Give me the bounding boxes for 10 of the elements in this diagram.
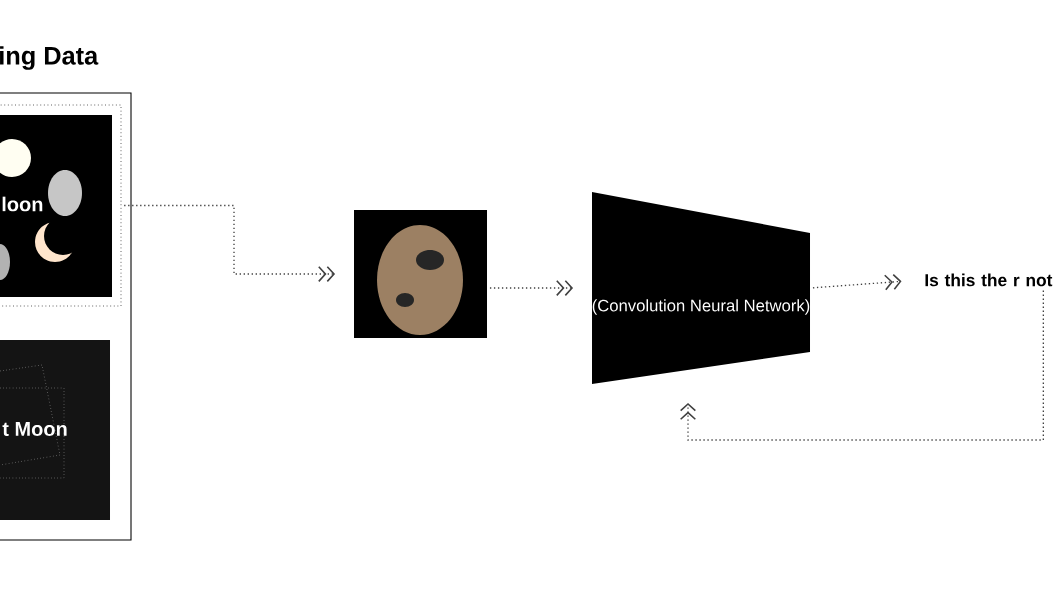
section-heading: ing Data xyxy=(0,46,99,70)
moon-phases-photo: loon xyxy=(0,104,122,307)
network-trapezoid: (Convolution Neural Network) xyxy=(592,192,810,384)
arrow xyxy=(812,273,902,291)
moon-photo xyxy=(354,210,487,338)
arrow xyxy=(679,289,1044,441)
moon-photo: t Moon xyxy=(0,340,110,520)
arrow xyxy=(123,204,336,283)
question-text: Is this the r not xyxy=(925,273,1053,287)
arrow xyxy=(489,279,574,297)
